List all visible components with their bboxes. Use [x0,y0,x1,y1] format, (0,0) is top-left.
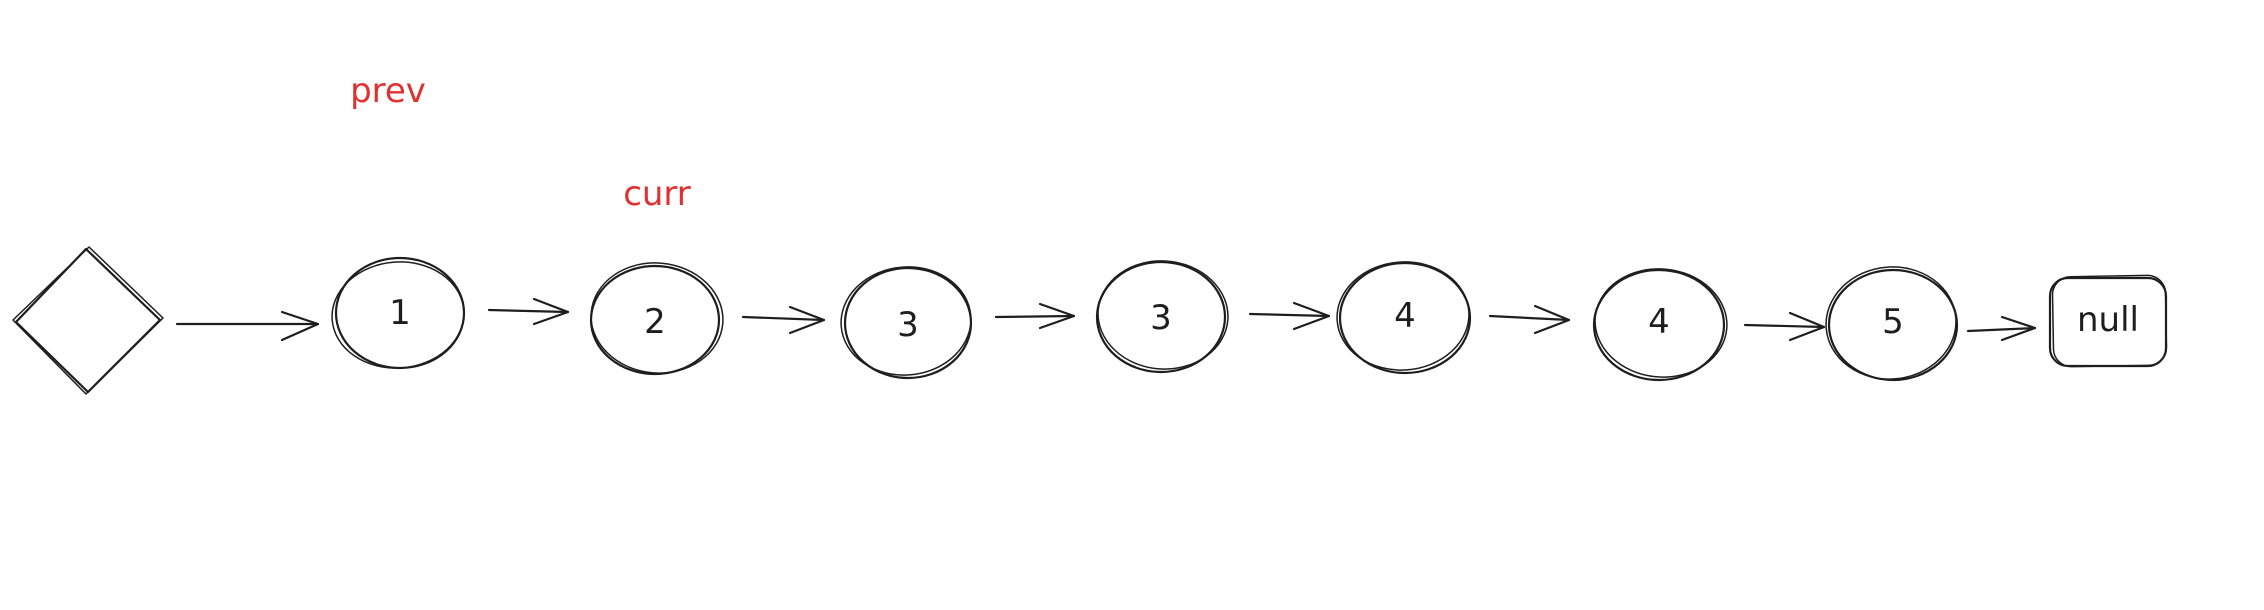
prev-pointer-label: prev [350,71,426,111]
edge-node-1-to-node-2 [487,297,570,326]
edge-node-3-to-node-3b [994,302,1076,330]
list-node-1: 1 [331,256,466,370]
edge-node-2-to-node-3 [741,305,826,335]
list-node-3b: 3 [1095,260,1229,374]
edge-node-4-to-node-4b [1488,304,1571,335]
list-node-4: 4 [1336,261,1472,375]
node-label: 3 [897,305,919,345]
list-node-5: 5 [1825,266,1959,382]
node-label: 3 [1150,298,1172,338]
edge-node-4b-to-node-5 [1743,311,1826,342]
node-label: null [2077,300,2139,340]
head-diamond [12,246,164,395]
edge-head-to-node-1 [175,310,320,342]
list-node-3: 3 [840,266,973,380]
node-label: 4 [1394,296,1416,336]
edge-node-5-to-null [1966,315,2037,342]
node-label: 5 [1882,302,1904,342]
list-node-2: 2 [589,262,724,376]
curr-pointer-label: curr [623,174,691,214]
node-label: 2 [644,302,666,342]
list-node-4b: 4 [1592,268,1728,382]
node-label: 1 [389,293,411,333]
node-label: 4 [1648,302,1670,342]
null-node: null [2048,274,2168,368]
edge-node-3b-to-node-4 [1248,301,1331,331]
